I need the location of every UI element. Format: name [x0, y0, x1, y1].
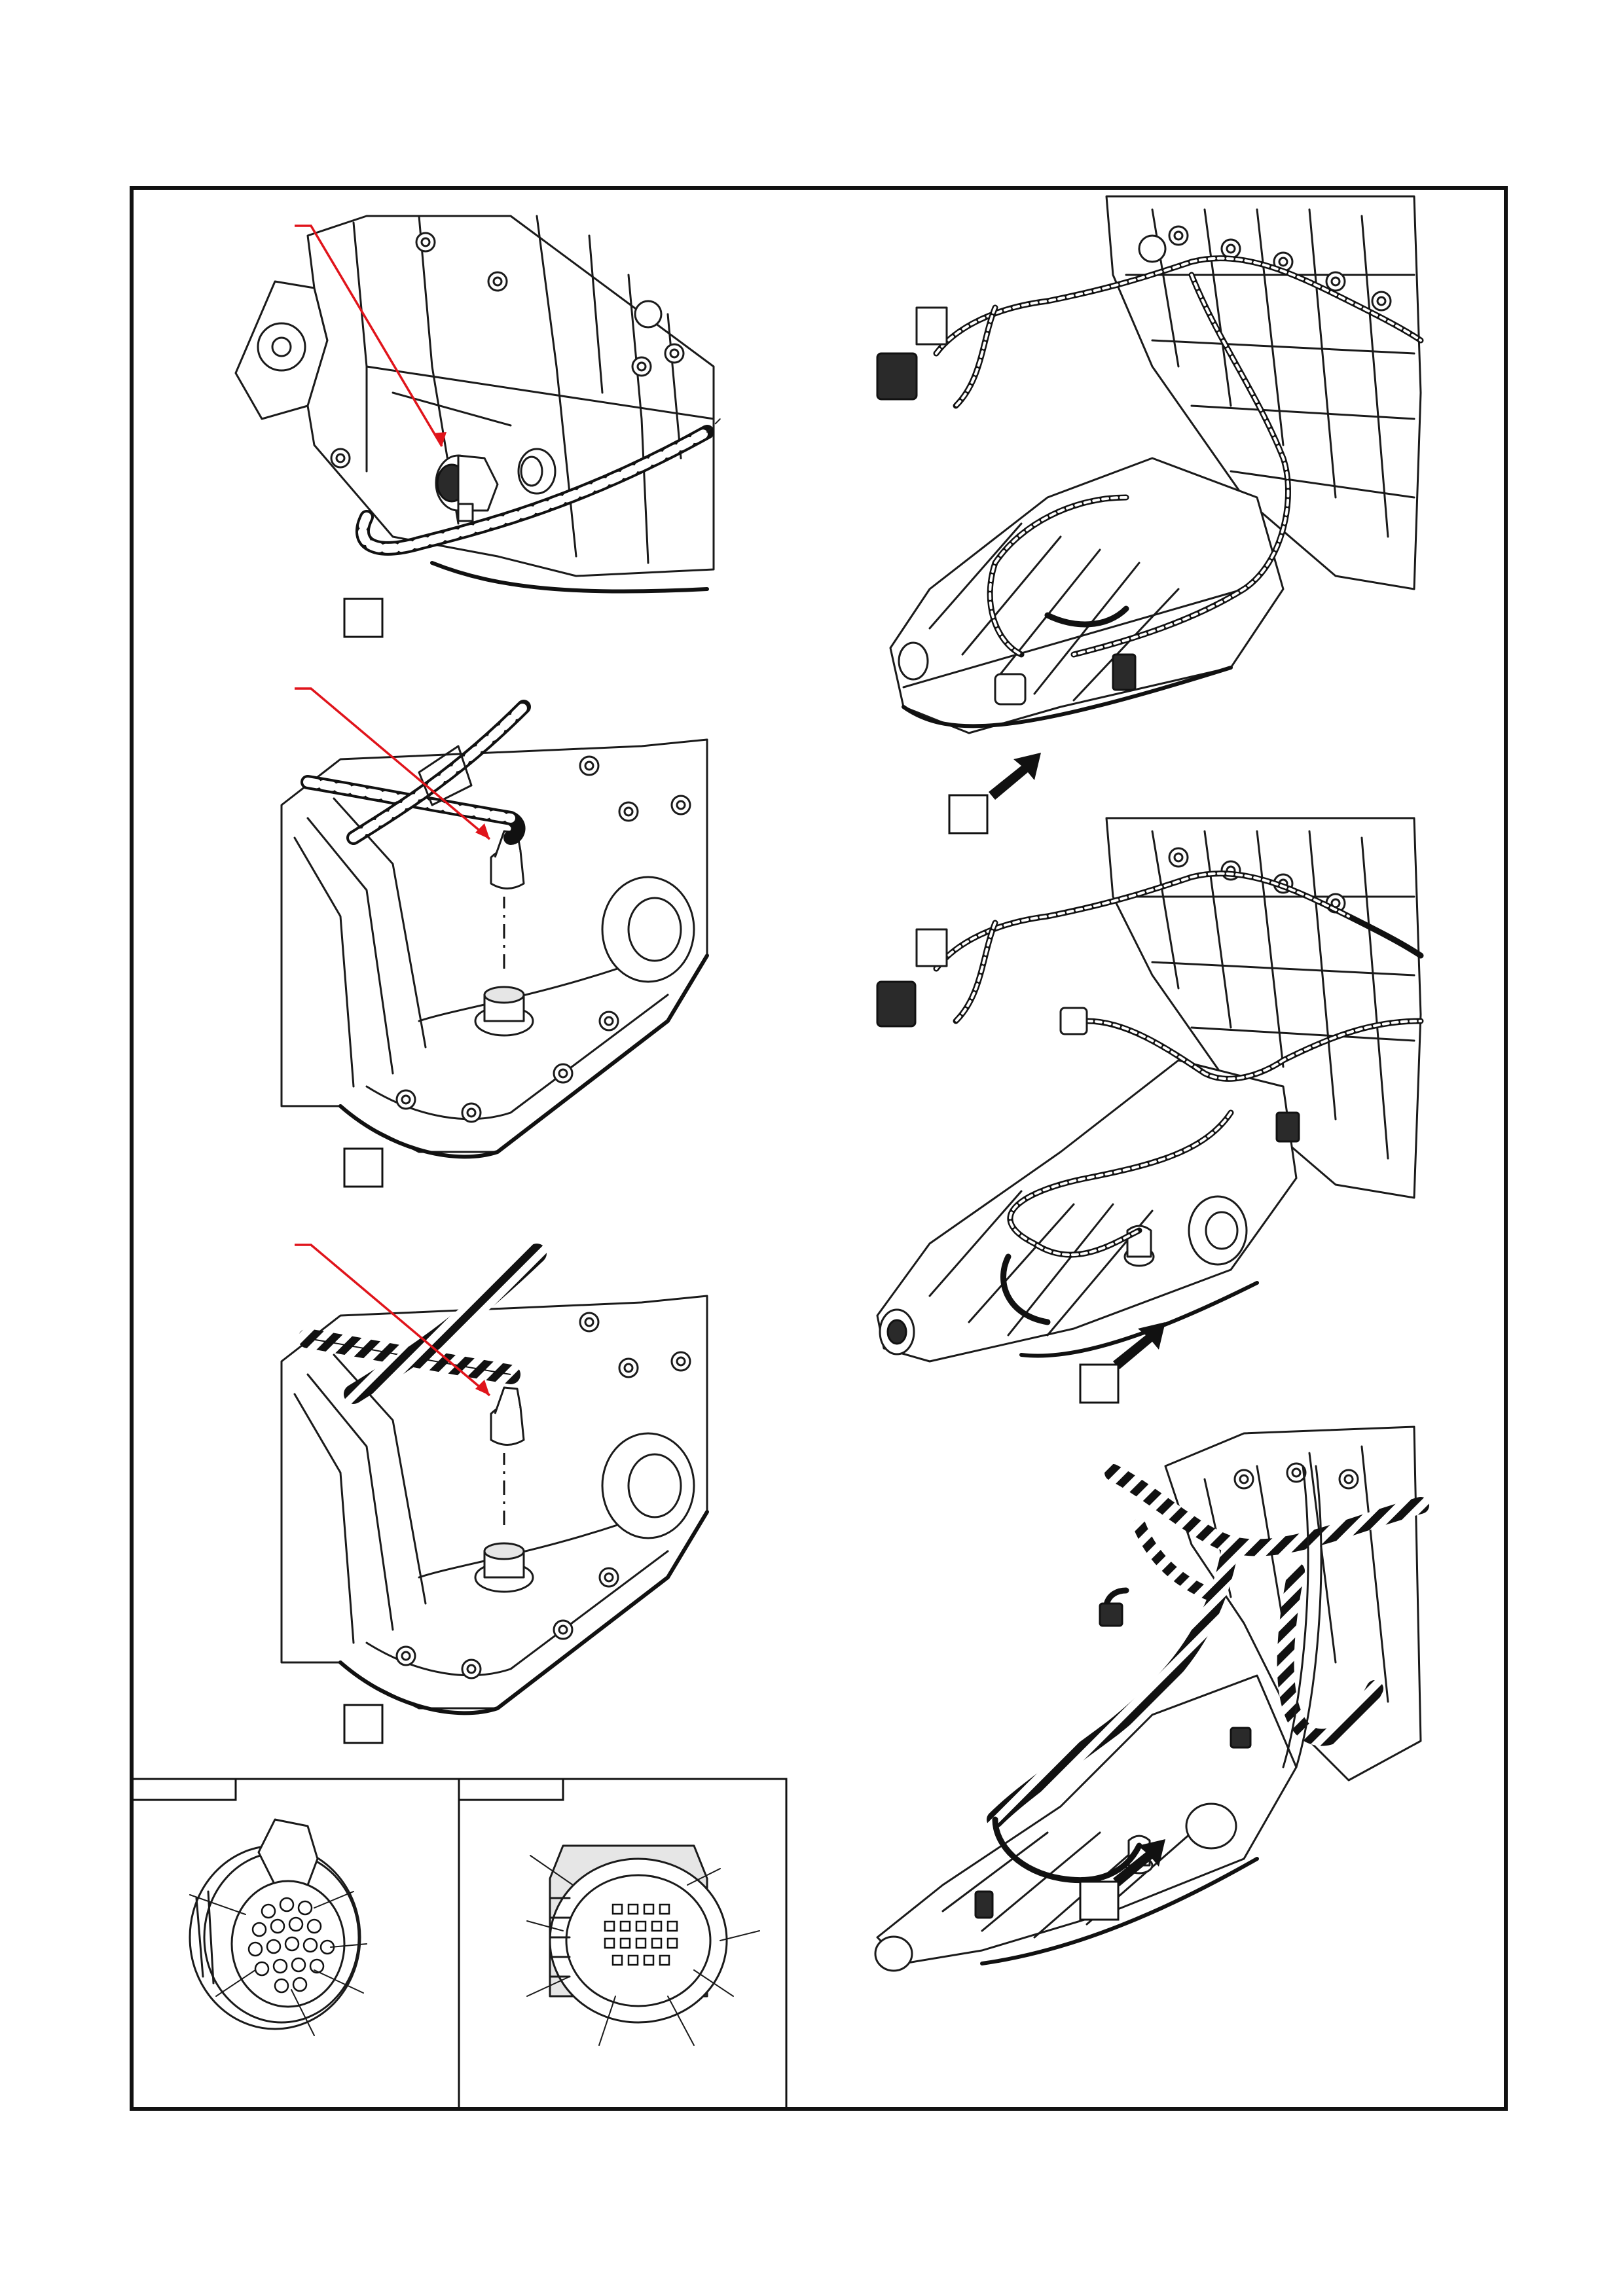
mid-right-view: [877, 818, 1421, 1403]
bottom-right-view: [875, 1427, 1421, 1971]
lower-left-view: [282, 1245, 707, 1743]
connector-view-a: [190, 1820, 367, 2036]
connector-view-b: [527, 1846, 759, 2045]
top-right-view: [877, 196, 1421, 833]
mid-left-view: [282, 689, 707, 1187]
top-left-view: [236, 216, 720, 637]
